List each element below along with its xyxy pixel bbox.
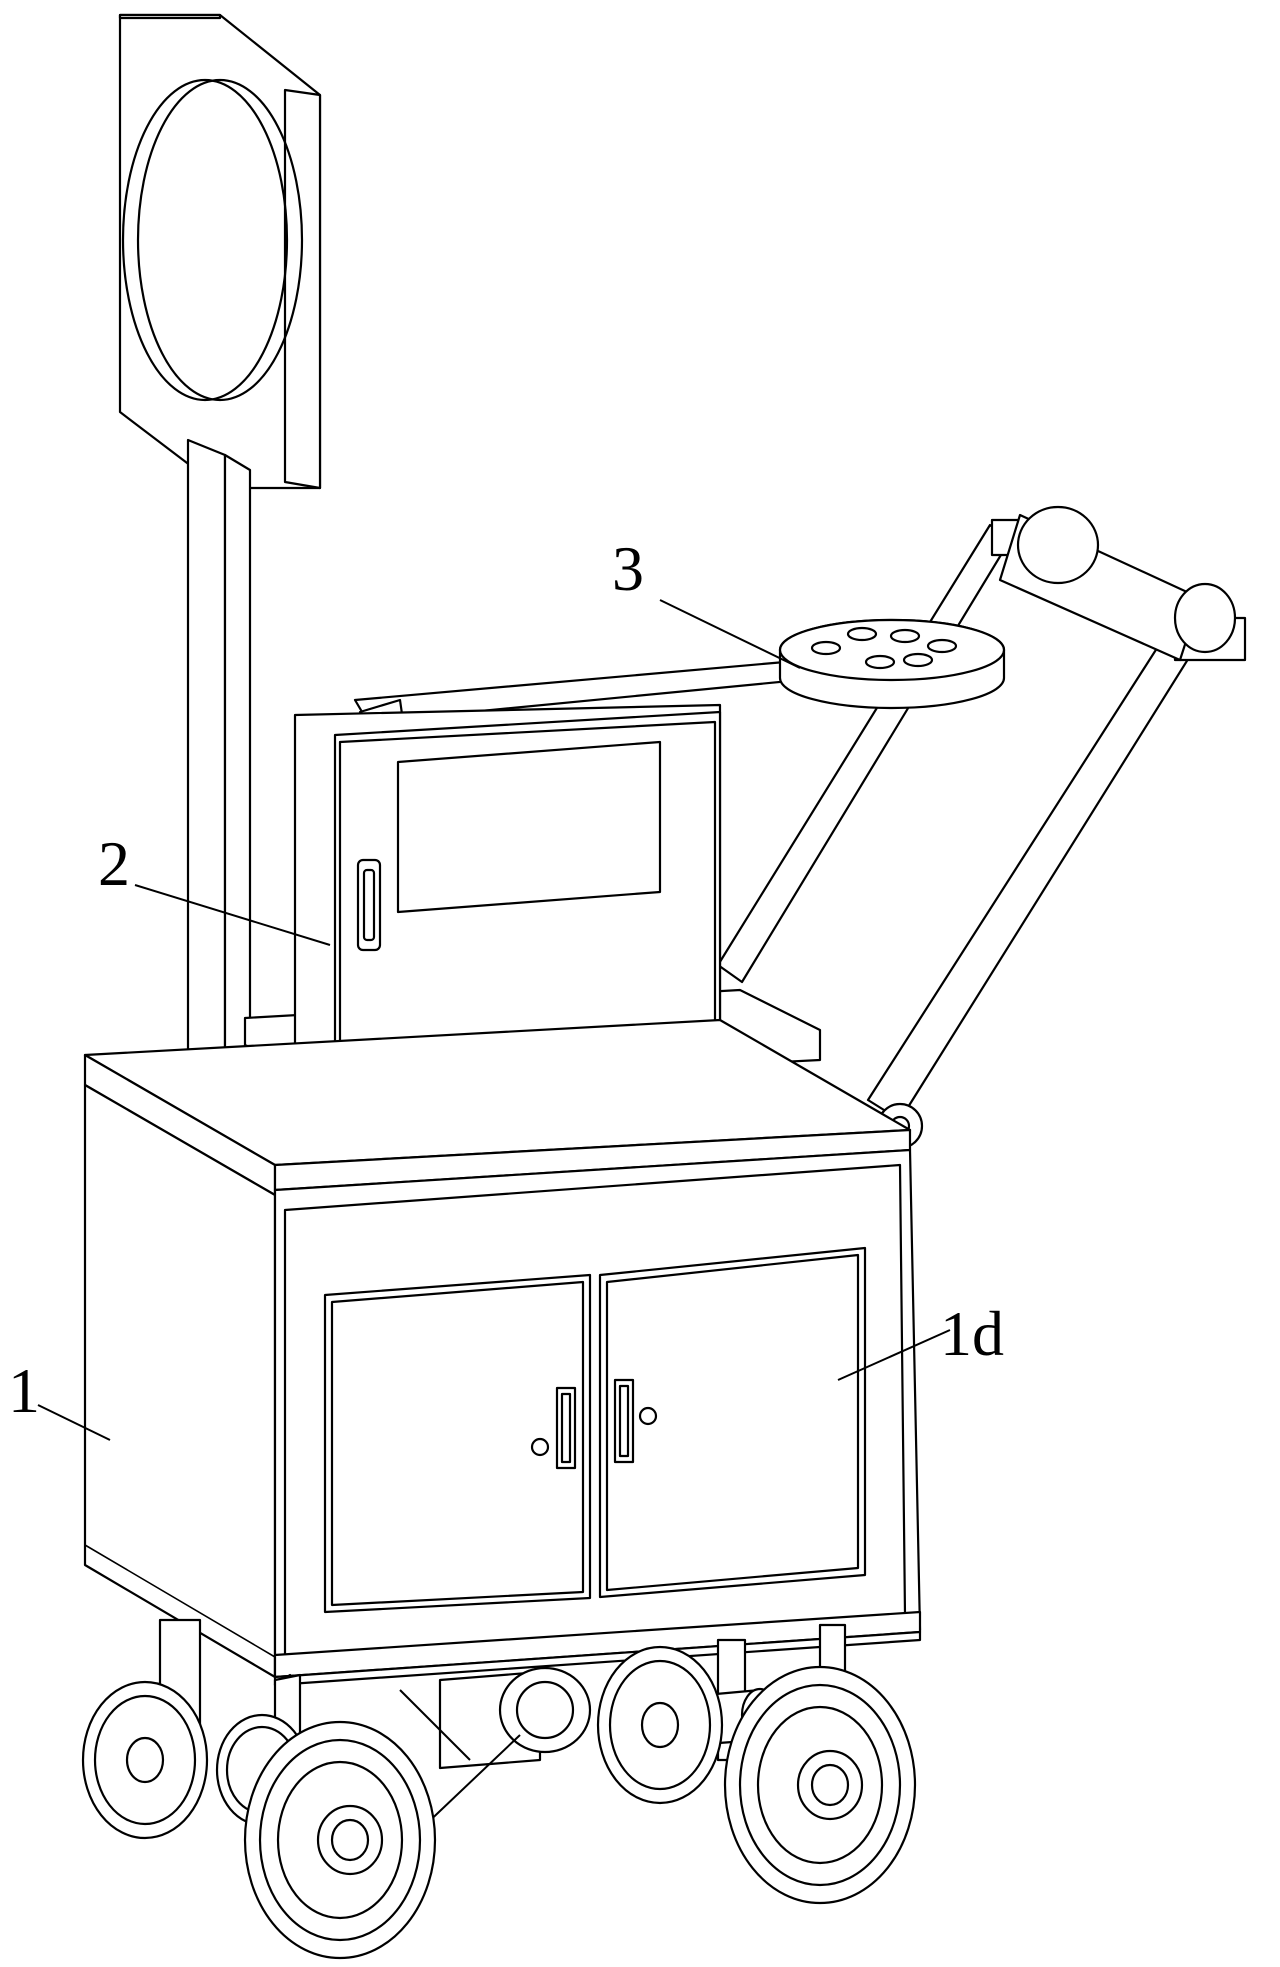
- sign-board: [118, 13, 322, 490]
- wheel-rear-right: [596, 1645, 724, 1805]
- lamp-head: [778, 618, 1006, 710]
- leader-lamp: [659, 599, 801, 669]
- handle-roller: [998, 505, 1237, 662]
- cabinet: [83, 1018, 922, 1687]
- leader-control-box: [134, 884, 331, 946]
- cabinet-door: [323, 1246, 867, 1614]
- callout-lamp: 3: [612, 533, 644, 604]
- leader-cabinet: [37, 1404, 111, 1441]
- pole: [186, 438, 252, 1102]
- control-box: [243, 703, 822, 1087]
- callout-cabinet-door: 1d: [940, 1298, 1004, 1369]
- callout-cabinet: 1: [8, 1355, 40, 1426]
- wheel-front-right: [723, 1665, 917, 1905]
- wheel-rear-left: [81, 1680, 209, 1840]
- callout-control-box: 2: [98, 828, 130, 899]
- leader-cabinet-door: [837, 1329, 951, 1381]
- wheel-front-left: [243, 1720, 437, 1960]
